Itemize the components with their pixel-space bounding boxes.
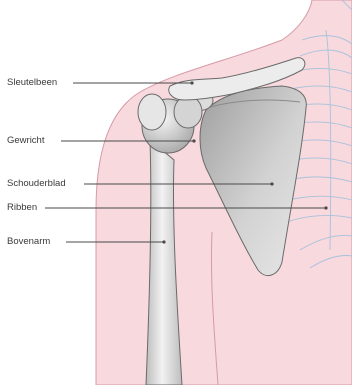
acromion xyxy=(174,96,202,128)
label-bovenarm: Bovenarm xyxy=(7,237,50,247)
label-schouderblad: Schouderblad xyxy=(7,179,66,189)
label-gewricht: Gewricht xyxy=(7,136,44,146)
label-ribben: Ribben xyxy=(7,203,37,213)
label-sleutelbeen: Sleutelbeen xyxy=(7,78,57,88)
greater-tubercle xyxy=(138,94,166,130)
